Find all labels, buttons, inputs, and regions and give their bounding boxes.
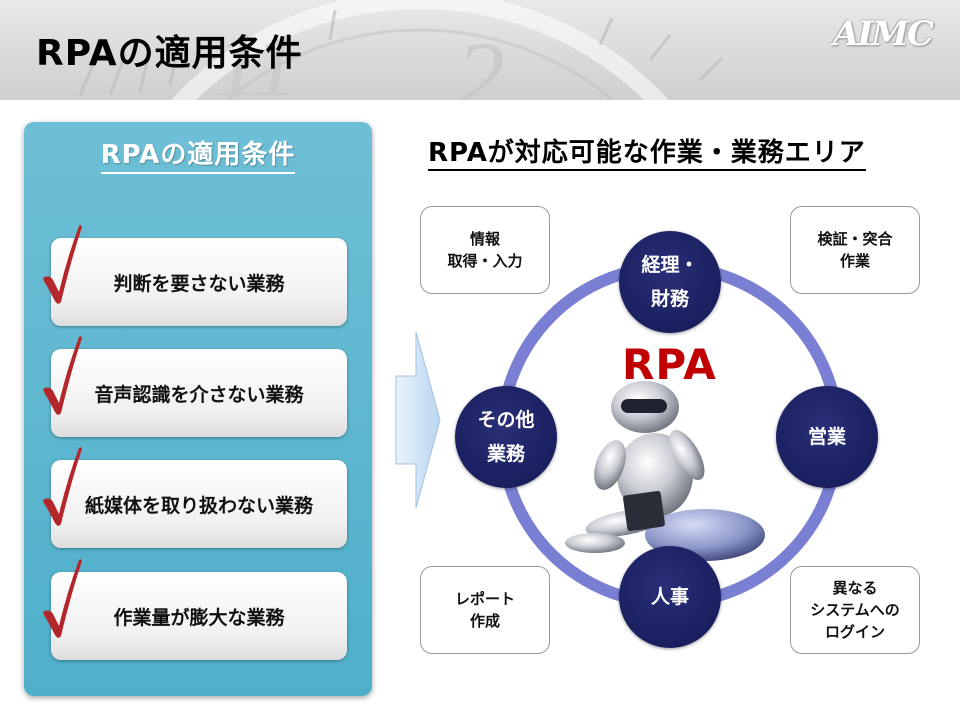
company-logo: AIMC — [833, 14, 934, 54]
node-label-line: その他 — [477, 409, 535, 431]
areas-heading: RPAが対応可能な作業・業務エリア — [428, 132, 866, 171]
area-box-line: 検証・突合 — [817, 230, 893, 248]
area-box-line: 作成 — [469, 612, 500, 630]
right-arrow-icon — [395, 331, 441, 509]
condition-label: 紙媒体を取り扱わない業務 — [84, 494, 313, 517]
area-box-line: 情報 — [469, 230, 500, 248]
node-label-line: 業務 — [486, 443, 525, 465]
node-sales: 営業 — [776, 386, 878, 488]
node-accounting-finance: 経理・財務 — [619, 231, 721, 333]
page-title: RPAの適用条件 — [36, 33, 303, 74]
checkmark-icon — [43, 336, 82, 415]
checkmark-icon — [43, 559, 82, 638]
node-hr: 人事 — [619, 546, 721, 648]
condition-card-3: 紙媒体を取り扱わない業務 — [43, 447, 347, 548]
conditions-heading: RPAの適用条件 — [24, 134, 372, 174]
robot-illustration — [565, 381, 765, 561]
areas-heading-text: RPAが対応可能な作業・業務エリア — [428, 138, 866, 171]
node-label-line: 経理・ — [641, 254, 699, 276]
area-box-line: システムへの — [810, 601, 900, 619]
area-box-verification: 検証・突合作業 — [790, 206, 920, 294]
rpa-center-label: RPA — [622, 340, 717, 389]
area-box-line: レポート — [454, 590, 515, 608]
condition-card-4: 作業量が膨大な業務 — [43, 559, 347, 660]
condition-label: 判断を要さない業務 — [113, 272, 285, 295]
svg-text:2: 2 — [455, 21, 505, 100]
condition-card-2: 音声認識を介さない業務 — [43, 336, 347, 437]
condition-card-1: 判断を要さない業務 — [43, 225, 347, 326]
conditions-heading-text: RPAの適用条件 — [100, 140, 296, 174]
conditions-panel: RPAの適用条件 判断を要さない業務 音声認識を介さない業務 紙媒体を取り扱わな… — [24, 122, 372, 696]
node-label-line: 財務 — [650, 288, 689, 310]
header-band: 11 2 RPAの適用条件 AIMC — [0, 0, 960, 100]
node-label: 人事 — [650, 586, 689, 608]
node-other-business: その他業務 — [455, 386, 557, 488]
area-box-info-input: 情報取得・入力 — [420, 206, 550, 294]
area-box-report: レポート作成 — [420, 566, 550, 654]
area-box-line: 取得・入力 — [447, 252, 523, 270]
area-box-login: 異なるシステムへのログイン — [790, 566, 920, 654]
condition-label: 音声認識を介さない業務 — [94, 383, 304, 406]
area-box-line: 作業 — [839, 252, 870, 270]
condition-label: 作業量が膨大な業務 — [113, 606, 285, 629]
svg-text:11: 11 — [215, 16, 298, 100]
clock-background-graphic: 11 2 — [78, 0, 724, 100]
area-box-line: 異なる — [832, 579, 878, 597]
checkmark-icon — [43, 225, 82, 304]
checkmark-icon — [43, 447, 82, 526]
node-label: 営業 — [807, 426, 846, 448]
area-box-line: ログイン — [824, 623, 885, 641]
